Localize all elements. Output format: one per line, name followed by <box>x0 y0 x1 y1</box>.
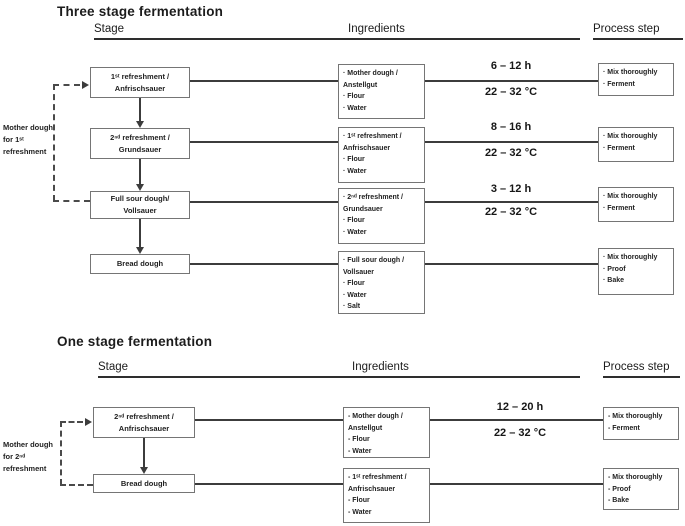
section-title-three-stage: Three stage fermentation <box>57 4 224 19</box>
connector-line <box>190 201 338 203</box>
flow-arrow-line <box>143 438 145 467</box>
ingredients-box: - 1ˢᵗ refreshment / Anfrischsauer - Flou… <box>343 468 430 523</box>
process-box: - Mix thoroughly - Ferment <box>603 407 679 440</box>
temperature-label: 22 – 32 °C <box>493 427 547 439</box>
section-title-one-stage: One stage fermentation <box>57 334 213 349</box>
column-header-ingredients: Ingredients <box>348 23 405 35</box>
ingredients-box: · Mother dough / Anstellgut · Flour · Wa… <box>338 64 425 119</box>
process-box: · Mix thoroughly · Proof · Bake <box>598 248 674 295</box>
column-header-stage: Stage <box>98 361 129 373</box>
feedback-arrowhead-icon <box>85 418 92 426</box>
connector-line <box>190 80 338 82</box>
process-box: · Mix thoroughly · Ferment <box>598 187 674 222</box>
process-box: - Mix thoroughly - Proof - Bake <box>603 468 679 510</box>
connector-line <box>425 141 598 143</box>
connector-line <box>195 419 343 421</box>
feedback-dash-bottom <box>60 484 93 486</box>
stage-box-second-refreshment: 2ⁿᵈ refreshment / Anfrischsauer <box>93 407 195 438</box>
header-underline <box>94 38 580 40</box>
flow-arrowhead-icon <box>140 467 148 474</box>
feedback-arrowhead-icon <box>82 81 89 89</box>
column-header-process: Process step <box>603 361 670 373</box>
feedback-dash-top <box>53 84 80 86</box>
ingredients-box: · 2ⁿᵈ refreshment / Grundsauer · Flour ·… <box>338 188 425 244</box>
connector-line <box>430 419 603 421</box>
duration-label: 3 – 12 h <box>490 183 532 195</box>
process-box: · Mix thoroughly · Ferment <box>598 127 674 162</box>
stage-box-bread-dough: Bread dough <box>93 474 195 493</box>
connector-line <box>430 483 603 485</box>
stage-box-second-refreshment: 2ⁿᵈ refreshment / Grundsauer <box>90 128 190 159</box>
ingredients-box: · 1ˢᵗ refreshment / Anfrischsauer · Flou… <box>338 127 425 183</box>
temperature-label: 22 – 32 °C <box>484 147 538 159</box>
header-underline <box>593 38 683 40</box>
duration-label: 8 – 16 h <box>490 121 532 133</box>
flow-arrowhead-icon <box>136 247 144 254</box>
flow-arrow-line <box>139 219 141 247</box>
feedback-dash-vertical <box>60 421 62 485</box>
flow-arrowhead-icon <box>136 121 144 128</box>
stage-box-first-refreshment: 1ˢᵗ refreshment / Anfrischsauer <box>90 67 190 98</box>
mother-dough-note: Mother dough for 2ⁿᵈ refreshment <box>3 440 53 473</box>
ingredients-box: · Full sour dough / Vollsauer · Flour · … <box>338 251 425 314</box>
column-header-process: Process step <box>593 23 660 35</box>
duration-label: 12 – 20 h <box>496 401 544 413</box>
connector-line <box>190 263 338 265</box>
feedback-dash-bottom <box>53 200 90 202</box>
flow-arrow-line <box>139 159 141 184</box>
process-box: · Mix thoroughly · Ferment <box>598 63 674 96</box>
feedback-dash-vertical <box>53 84 55 201</box>
flow-arrowhead-icon <box>136 184 144 191</box>
mother-dough-note: Mother dough for 1ˢᵗ refreshment <box>3 123 53 156</box>
column-header-stage: Stage <box>94 23 125 35</box>
feedback-dash-top <box>60 421 83 423</box>
connector-line <box>425 80 598 82</box>
column-header-ingredients: Ingredients <box>352 361 409 373</box>
header-underline <box>603 376 680 378</box>
stage-box-full-sour-dough: Full sour dough/ Vollsauer <box>90 191 190 219</box>
temperature-label: 22 – 32 °C <box>484 206 538 218</box>
connector-line <box>425 263 598 265</box>
connector-line <box>195 483 343 485</box>
connector-line <box>190 141 338 143</box>
ingredients-box: - Mother dough / Anstellgut - Flour - Wa… <box>343 407 430 458</box>
connector-line <box>425 201 598 203</box>
flow-arrow-line <box>139 98 141 121</box>
header-underline <box>98 376 580 378</box>
temperature-label: 22 – 32 °C <box>484 86 538 98</box>
stage-box-bread-dough: Bread dough <box>90 254 190 274</box>
duration-label: 6 – 12 h <box>490 60 532 72</box>
